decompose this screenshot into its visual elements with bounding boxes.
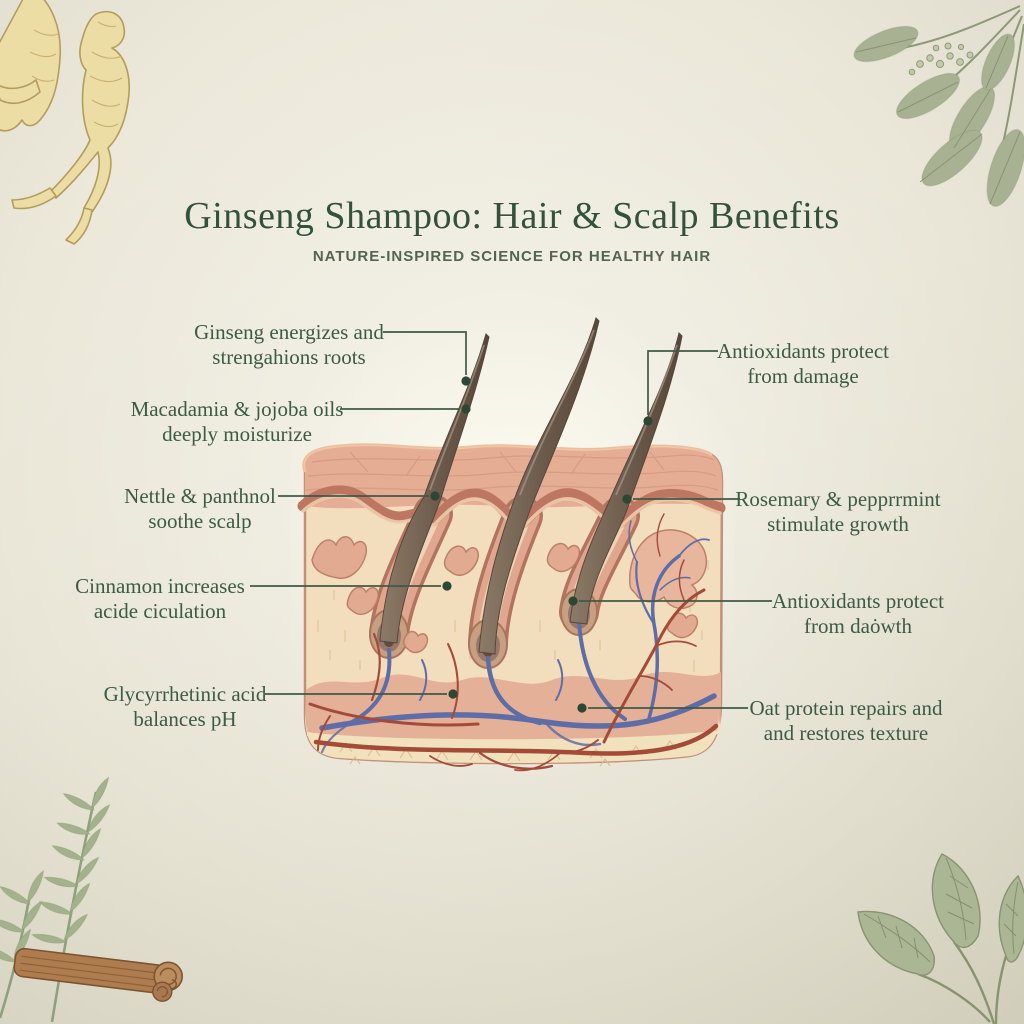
callout-text: Macadamia & jojoba oils xyxy=(130,397,344,421)
callout-nettle-panthenol: Nettle & panthnol soothe scalp xyxy=(80,484,320,534)
callout-glycyrrhetinic-acid: Glycyrrhetinic acid balances pH xyxy=(65,682,305,732)
callout-rosemary-peppermint: Rosemary & pepprrmint stimulate growth xyxy=(718,487,958,537)
callout-cinnamon-circulation: Cinnamon increases acide ciculation xyxy=(40,574,280,624)
callout-text: Antioxidants protect xyxy=(771,589,945,613)
callout-oat-protein: Oat protein repairs and and restores tex… xyxy=(726,696,966,746)
callout-text: Ginseng energizes and xyxy=(194,320,384,344)
callout-text: stimulate growth xyxy=(767,512,909,536)
callout-antioxidants-growth: Antioxidants protect from daȯwth xyxy=(738,589,978,639)
callout-text: Oat protein repairs and xyxy=(749,696,943,720)
callout-text: from daȯwth xyxy=(804,614,912,638)
callout-text: from damage xyxy=(747,364,859,388)
sage-branch-illustration xyxy=(853,5,1024,207)
callout-text: balances pH xyxy=(133,707,237,731)
callout-text: acide ciculation xyxy=(93,599,227,623)
header: Ginseng Shampoo: Hair & Scalp Benefits N… xyxy=(0,195,1024,265)
skin-cross-section-illustration xyxy=(290,300,735,780)
ginseng-roots-illustration xyxy=(0,0,130,245)
callout-text: Nettle & panthnol xyxy=(124,484,276,508)
callout-text: strengahions roots xyxy=(212,345,366,369)
arteries xyxy=(308,513,719,772)
callout-text: Glycyrrhetinic acid xyxy=(103,682,267,706)
page-subtitle: NATURE-INSPIRED SCIENCE FOR HEALTHY HAIR xyxy=(312,247,712,265)
callout-antioxidants-damage: Antioxidants protect from damage xyxy=(683,339,923,389)
callout-ginseng-roots: Ginseng energizes and strengahions roots xyxy=(169,320,409,370)
callout-text: soothe scalp xyxy=(148,509,252,533)
callout-text: Cinnamon increases xyxy=(75,574,245,598)
callout-text: deeply moisturize xyxy=(162,422,312,446)
callout-text: Antioxidants protect xyxy=(716,339,890,363)
mint-leaves-illustration xyxy=(857,853,1024,1024)
callout-text: and restores texture xyxy=(763,721,929,745)
page-title: Ginseng Shampoo: Hair & Scalp Benefits xyxy=(184,195,840,237)
veins xyxy=(319,520,717,754)
callout-macadamia-jojoba: Macadamia & jojoba oils deeply moisturiz… xyxy=(117,397,357,447)
callout-text: Rosemary & pepprrmint xyxy=(735,487,941,511)
dermal-papillae xyxy=(311,529,708,654)
rosemary-sprig-and-cinnamon-stick-illustration xyxy=(0,776,184,1023)
